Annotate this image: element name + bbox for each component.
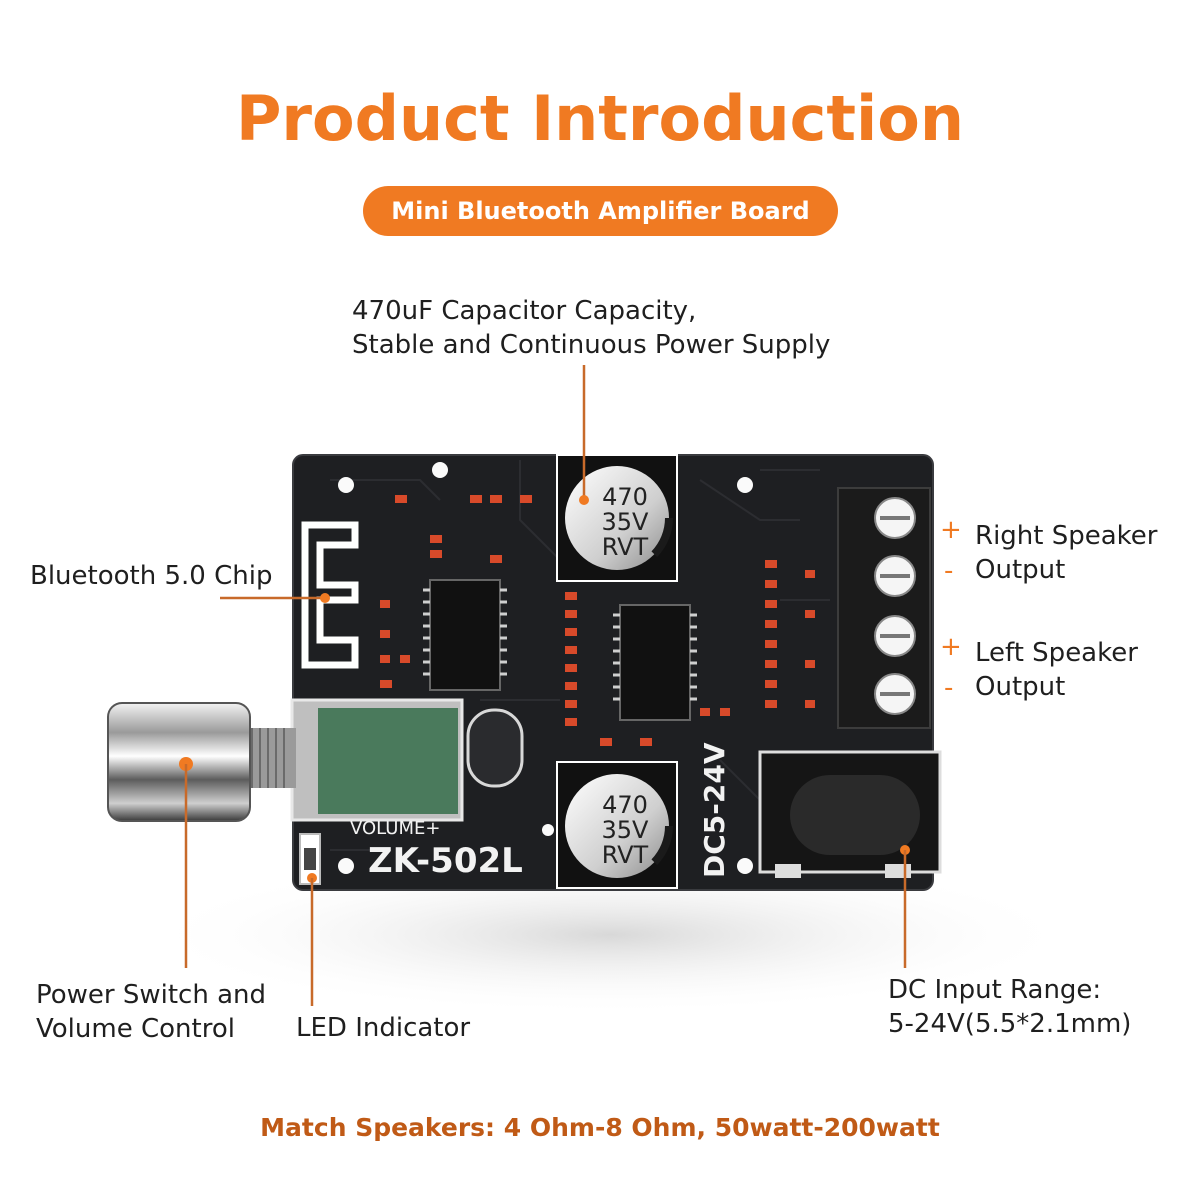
potentiometer-body <box>318 708 458 814</box>
capacitor-top <box>556 454 678 582</box>
subtitle-badge: Mini Bluetooth Amplifier Board <box>363 186 838 236</box>
crystal-oscillator <box>466 708 524 788</box>
bluetooth-label: Bluetooth 5.0 Chip <box>30 561 273 591</box>
left-speaker-label-line2: Output <box>975 672 1066 702</box>
cap-top-value: 470 <box>602 483 648 511</box>
page-title: Product Introduction <box>235 82 964 155</box>
shaft-threads <box>251 728 285 788</box>
right-speaker-label-line1: Right Speaker <box>975 521 1158 551</box>
cap-top-voltage: 35V <box>602 508 650 536</box>
screw-slots <box>880 516 910 696</box>
dc-label-line1: DC Input Range: <box>888 975 1102 1005</box>
bluetooth-chip <box>429 579 501 691</box>
speaker-match-footer: Match Speakers: 4 Ohm-8 Ohm, 50watt-200w… <box>260 1113 940 1142</box>
led-label: LED Indicator <box>296 1013 471 1043</box>
left-minus-sign: - <box>944 673 954 703</box>
dc-jack-socket <box>790 775 920 855</box>
bluetooth-callout-dot <box>320 593 330 603</box>
right-plus-sign: + <box>940 515 962 545</box>
bluetooth-antenna <box>301 521 359 669</box>
cap-top-brand: RVT <box>602 533 649 561</box>
cap-bottom-voltage: 35V <box>602 816 650 844</box>
cap-bottom-brand: RVT <box>602 841 649 869</box>
model-silkscreen: ZK-502L <box>368 841 523 881</box>
capacitor-label-line2: Stable and Continuous Power Supply <box>352 330 831 360</box>
dc-label-line2: 5-24V(5.5*2.1mm) <box>888 1009 1132 1039</box>
power-label-line2: Volume Control <box>36 1014 235 1044</box>
right-speaker-label-line2: Output <box>975 555 1066 585</box>
right-minus-sign: - <box>944 556 954 586</box>
power-label-line1: Power Switch and <box>36 980 267 1010</box>
capacitor-bottom <box>556 761 678 889</box>
mounting-holes <box>338 462 753 874</box>
capacitor-label-line1: 470uF Capacitor Capacity, <box>352 296 697 326</box>
callout-lines <box>184 365 907 1006</box>
left-speaker-label-line1: Left Speaker <box>975 638 1138 668</box>
volume-knob <box>108 703 250 821</box>
potentiometer-shaft <box>246 728 296 788</box>
left-plus-sign: + <box>940 632 962 662</box>
led <box>304 848 316 870</box>
chip-pins-right <box>613 613 697 701</box>
capacitor-callout-dot <box>579 495 589 505</box>
board-shadow <box>140 855 1080 1015</box>
amplifier-chip <box>619 604 691 721</box>
cap-bottom-value: 470 <box>602 791 648 819</box>
chip-pins-left <box>423 588 507 676</box>
volume-silkscreen: VOLUME+ <box>350 818 440 839</box>
smd-components <box>380 495 815 746</box>
dc-silkscreen: DC5-24V <box>698 742 731 878</box>
